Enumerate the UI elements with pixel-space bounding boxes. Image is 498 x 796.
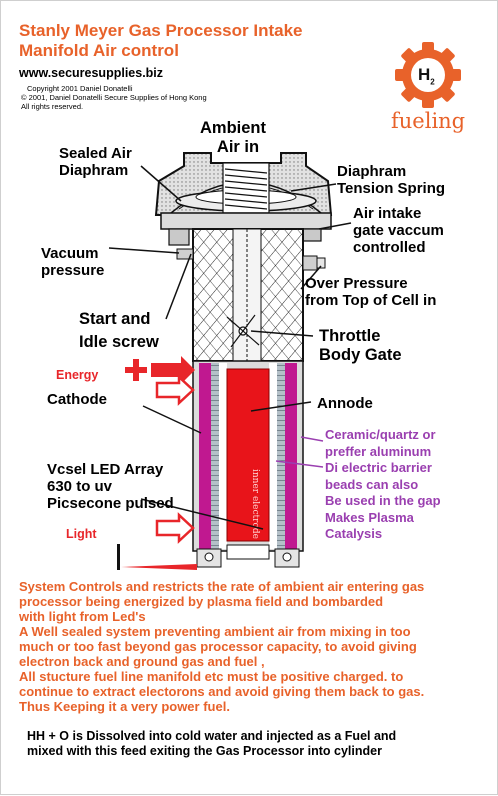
throttle-line-1: Throttle bbox=[319, 327, 381, 345]
gear-icon bbox=[395, 42, 461, 108]
title-line-2: Manifold Air control bbox=[19, 41, 179, 60]
light-arrow bbox=[121, 564, 197, 570]
light-hollow-arrow bbox=[155, 512, 195, 544]
air-intake-line-2: gate vaccum bbox=[353, 222, 444, 239]
barrier-note: Ceramic/quartz or preffer aluminum Di el… bbox=[325, 427, 441, 543]
ambient-air-line-2: Air in bbox=[216, 138, 260, 156]
sealed-diaphram-line-2: Diaphram bbox=[59, 162, 129, 179]
barrier-line-7: Catalysis bbox=[325, 526, 383, 541]
bottom-note-line-1: HH + O is Dissolved into cold water and … bbox=[27, 729, 397, 743]
system-line-6: electron back and ground gas and fuel , bbox=[19, 654, 265, 669]
system-line-1: System Controls and restricts the rate o… bbox=[19, 579, 425, 594]
air-intake-gate-label: Air intake gate vaccum controlled bbox=[353, 205, 444, 256]
electrode-cell: inner electrode bbox=[192, 360, 304, 568]
sealed-diaphram-label: Sealed Air Diaphram bbox=[59, 145, 132, 179]
system-line-2: processor being energized by plasma fiel… bbox=[19, 594, 384, 609]
barrier-line-1: Ceramic/quartz or bbox=[325, 427, 436, 442]
barrier-line-5: Be used in the gap bbox=[325, 493, 441, 508]
diaphram-dome bbox=[154, 152, 333, 246]
vacuum-line-1: Vacuum bbox=[41, 245, 99, 262]
leader-lines bbox=[108, 165, 352, 530]
website-link[interactable]: www.securesupplies.biz bbox=[19, 66, 164, 80]
over-pressure-line-2: from Top of Cell in bbox=[305, 292, 437, 309]
system-line-8: continue to extract electorons and avoid… bbox=[19, 684, 425, 699]
bottom-note-line-2: mixed with this feed exiting the Gas Pro… bbox=[27, 744, 382, 758]
barrier-leader bbox=[300, 436, 324, 442]
tension-spring-label: Diaphram Tension Spring bbox=[337, 163, 445, 197]
throttle-body bbox=[176, 228, 326, 362]
energy-label: Energy bbox=[56, 368, 99, 382]
bottom-note: HH + O is Dissolved into cold water and … bbox=[27, 729, 396, 759]
vcsel-label: Vcsel LED Array 630 to uv Picsecone puls… bbox=[47, 461, 174, 512]
title-line-1: Stanly Meyer Gas Processor Intake bbox=[19, 21, 303, 40]
vacuum-pressure-label: Vacuum pressure bbox=[41, 245, 104, 279]
over-pressure-line-1: Over Pressure bbox=[305, 275, 408, 292]
barrier-line-3: Di electric barrier bbox=[325, 460, 432, 475]
system-paragraph: System Controls and restricts the rate o… bbox=[19, 579, 424, 714]
sealed-diaphram-line-1: Sealed Air bbox=[59, 145, 132, 162]
system-line-5: much or too fast beyond gas processor ca… bbox=[19, 639, 417, 654]
ambient-air-label: Ambient Air in bbox=[193, 119, 273, 157]
barrier-line-2: preffer aluminum bbox=[325, 443, 432, 459]
air-intake-line-1: Air intake bbox=[353, 205, 422, 222]
start-idle-line-1: Start and bbox=[79, 310, 151, 328]
tube-text: inner electrode bbox=[250, 469, 260, 539]
air-intake-line-3: controlled bbox=[353, 239, 426, 256]
logo-label: fueling bbox=[391, 109, 466, 133]
vcsel-line-3: Picsecone pulsed bbox=[47, 495, 174, 512]
system-line-4: A Well sealed system preventing ambient … bbox=[19, 624, 411, 639]
barrier-line-4: beads can also bbox=[325, 476, 419, 492]
logo-badge: H bbox=[418, 65, 431, 84]
tension-spring-line-1: Diaphram bbox=[337, 163, 407, 180]
vcsel-line-2: 630 to uv bbox=[47, 478, 113, 495]
logo-badge-sub: 2 bbox=[430, 77, 435, 87]
light-bar bbox=[117, 544, 120, 570]
cathode-label: Cathode bbox=[47, 391, 107, 408]
light-label: Light bbox=[66, 527, 97, 541]
system-line-9: Thus Keeping it a very power fuel. bbox=[19, 699, 230, 714]
energy-hollow-arrow bbox=[155, 374, 195, 406]
copyright-line-3: All rights reserved. bbox=[21, 102, 84, 111]
throttle-label: Throttle Body Gate bbox=[319, 327, 402, 365]
system-line-7: All stucture fuel line manifold etc must… bbox=[19, 669, 404, 684]
start-idle-line-2: Idle screw bbox=[79, 333, 159, 351]
copyright-line-1: Copyright 2001 Daniel Donatelli bbox=[27, 84, 133, 93]
vacuum-line-2: pressure bbox=[41, 262, 105, 279]
annode-label: Annode bbox=[317, 395, 373, 412]
over-pressure-label: Over Pressure from Top of Cell in bbox=[305, 275, 436, 309]
vcsel-line-1: Vcsel LED Array bbox=[47, 461, 164, 478]
start-idle-label: Start and Idle screw bbox=[79, 310, 159, 352]
barrier-line-6: Makes Plasma bbox=[325, 509, 414, 525]
throttle-line-2: Body Gate bbox=[319, 346, 402, 364]
energy-plus-sign bbox=[125, 356, 195, 384]
system-line-3: with light from Led's bbox=[19, 609, 146, 624]
copyright-line-2: © 2001, Daniel Donatelli Secure Supplies… bbox=[21, 93, 207, 102]
ambient-air-line-1: Ambient bbox=[200, 119, 266, 137]
tension-spring-line-2: Tension Spring bbox=[337, 180, 446, 197]
barrier-leader-2 bbox=[275, 460, 324, 468]
h2-fueling-logo: H2 fueling bbox=[383, 31, 473, 141]
